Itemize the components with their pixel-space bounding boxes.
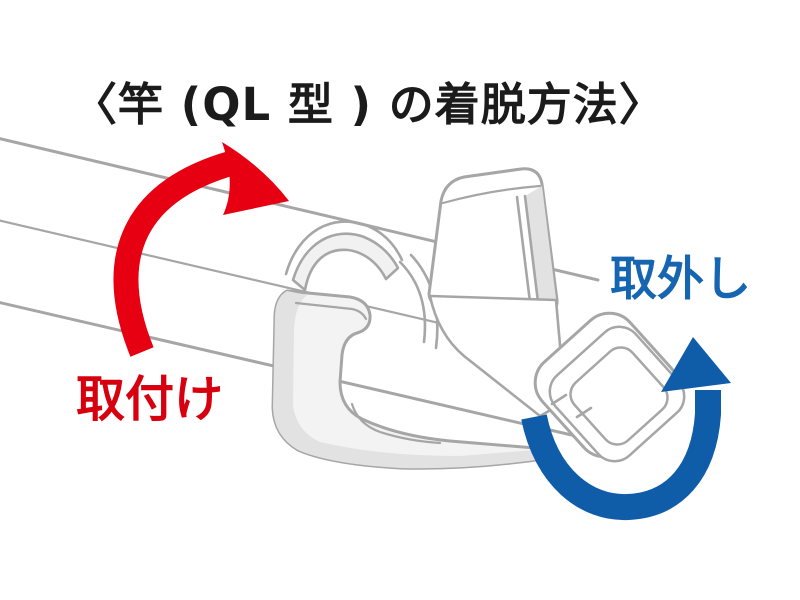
attach-arrow-head: [222, 142, 289, 215]
clamp-body: [271, 289, 552, 470]
attach-arrow-shaft: [113, 150, 236, 357]
clamp-lever-tab: [427, 167, 559, 315]
end-cap: [533, 311, 686, 463]
page-title: 〈竿 (QL 型 ) の着脱方法〉: [72, 78, 665, 131]
detach-arrow-shaft: [521, 390, 721, 521]
detach-label: 取外し: [610, 252, 751, 307]
detach-arrow-head: [661, 337, 731, 392]
detach-rotation-arrow-icon: [521, 337, 731, 521]
attach-label: 取付け: [76, 371, 224, 428]
attach-rotation-arrow-icon: [113, 142, 289, 357]
clamp-saddle: [284, 220, 439, 350]
